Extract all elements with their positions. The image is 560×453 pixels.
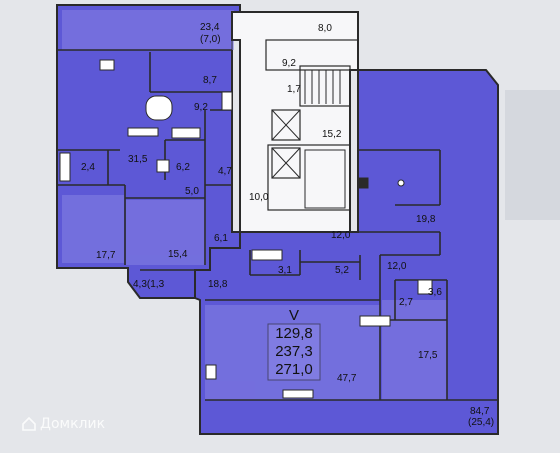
watermark-text: Домклик [40, 416, 106, 432]
room-label-2-7: 2,7 [399, 297, 413, 308]
unit-letter: V [289, 307, 299, 324]
room-label-17-5: 17,5 [418, 350, 438, 361]
fixture-icon [205, 364, 217, 380]
fixtures [59, 59, 433, 399]
room-label-4-3: 4,3(1,3 [133, 279, 165, 290]
room-label-8-7: 8,7 [203, 75, 217, 86]
room-label-15-2: 15,2 [322, 129, 342, 140]
room-label-terrace-top-sub: (7,0) [200, 34, 221, 45]
room-label-18-8: 18,8 [208, 279, 228, 290]
room-label-1-7: 1,7 [287, 84, 301, 95]
interior-walls [57, 49, 498, 401]
toilet-icon-2 [156, 159, 170, 173]
room-label-terrace-top: 23,4 [200, 22, 220, 33]
sink-icon [127, 127, 159, 137]
toilet-icon [221, 91, 233, 111]
room-label-terrace-bottom-sub: (25,4) [468, 417, 494, 428]
room-label-17-7: 17,7 [96, 250, 116, 261]
room-label-3-6: 3,6 [428, 287, 442, 298]
sink-icon-5 [359, 315, 391, 327]
room-label-terrace-bottom: 84,7 [470, 406, 490, 417]
fan-icon [397, 179, 405, 187]
room-label-9-2a: 9,2 [282, 58, 296, 69]
washer-icon [417, 279, 433, 295]
room-label-31-5: 31,5 [128, 154, 148, 165]
wardrobe-icon [59, 152, 71, 182]
radiator-icon [282, 389, 314, 399]
room-label-12-0a: 12,0 [331, 230, 351, 241]
column-icon [357, 177, 369, 189]
background-building [505, 90, 560, 220]
unit-area-total: 237,3 [275, 343, 313, 360]
room-label-47-7: 47,7 [337, 373, 357, 384]
unit-area-with-terrace: 271,0 [275, 361, 313, 378]
room-label-10-0: 10,0 [249, 192, 269, 203]
sink-icon-2 [171, 127, 201, 139]
room-label-19-8: 19,8 [416, 214, 436, 225]
room-label-9-2b: 9,2 [194, 102, 208, 113]
bathtub-icon [145, 95, 173, 121]
house-logo-icon [22, 416, 36, 431]
watermark: Домклик [22, 416, 105, 432]
room-label-2-4: 2,4 [81, 162, 95, 173]
building-core [231, 11, 359, 233]
room-labels: 23,4 (7,0) 8,0 9,2 8,7 1,7 9,2 15,2 2,4 … [81, 22, 494, 428]
room-label-5-2: 5,2 [335, 265, 349, 276]
room-label-15-4: 15,4 [168, 249, 188, 260]
inner-zones [62, 10, 447, 400]
unit-summary: V 129,8 237,3 271,0 [267, 307, 321, 381]
room-label-3-1: 3,1 [278, 265, 292, 276]
room-label-6-1: 6,1 [214, 233, 228, 244]
unit-area-living: 129,8 [275, 325, 313, 342]
room-label-4-7: 4,7 [218, 166, 232, 177]
room-label-12-0b: 12,0 [387, 261, 407, 272]
room-label-8-0: 8,0 [318, 23, 332, 34]
room-label-6-2: 6,2 [176, 162, 190, 173]
room-label-5-0: 5,0 [185, 186, 199, 197]
sink-icon-4 [251, 249, 283, 261]
sink-icon-3 [99, 59, 115, 71]
